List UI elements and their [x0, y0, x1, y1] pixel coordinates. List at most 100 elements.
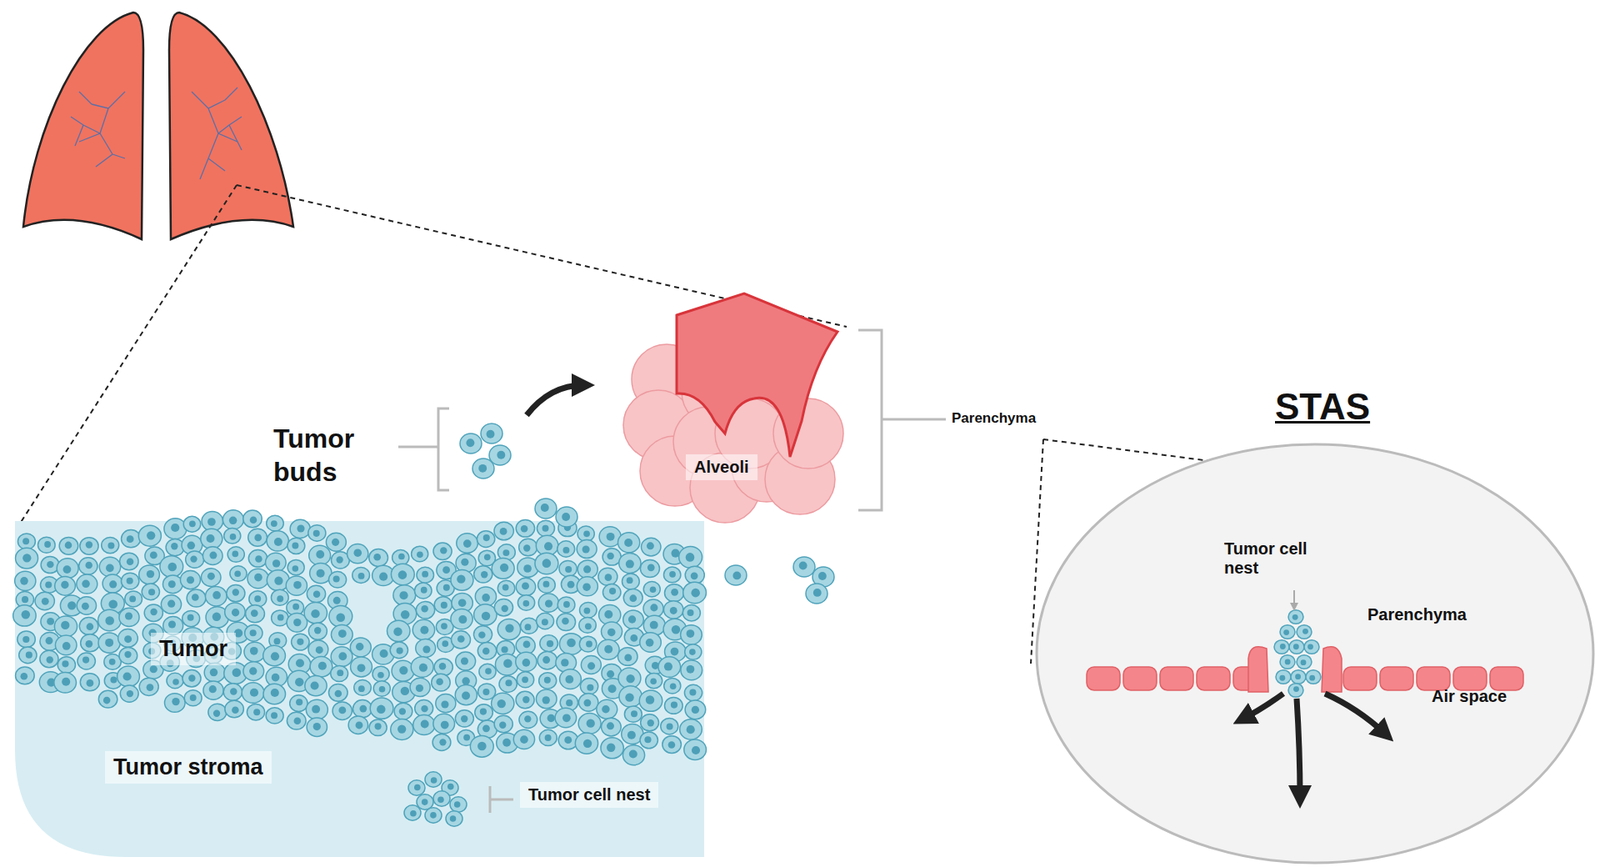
cell-nucleus	[645, 638, 655, 647]
tumor-cell	[663, 566, 680, 583]
tumor-cell	[222, 510, 244, 530]
tumor-cell	[201, 511, 224, 532]
cell-nucleus	[123, 671, 132, 680]
tumor-cell	[304, 602, 327, 624]
tumor-cell	[685, 565, 705, 584]
cell-nucleus	[520, 525, 528, 532]
bronchiole	[676, 293, 838, 457]
tumor-cell	[15, 570, 36, 590]
tumor-cell	[408, 780, 425, 795]
cell-nucleus	[565, 565, 572, 573]
tumor-cell	[118, 629, 139, 648]
cell-nucleus	[146, 683, 155, 691]
tumor-cell	[79, 557, 98, 575]
cell-nucleus	[207, 517, 216, 526]
cell-nucleus	[250, 629, 257, 636]
tumor-cell	[369, 549, 389, 567]
cell-nucleus	[67, 600, 76, 610]
cell-nucleus	[108, 600, 118, 610]
cell-nucleus	[520, 735, 529, 744]
tumor-cell	[499, 675, 517, 693]
tumor-cell	[621, 573, 640, 590]
free-label: Parenchyma	[951, 410, 1036, 427]
tumor-cell	[682, 605, 700, 621]
tumor-cell	[517, 595, 535, 611]
cell-nucleus	[295, 677, 304, 686]
cell-nucleus	[447, 783, 455, 790]
cell-nucleus	[501, 605, 509, 612]
cell-nucleus	[357, 663, 366, 672]
tumor-cell	[183, 515, 201, 532]
tumor-cell	[433, 542, 452, 560]
cell-nucleus	[582, 545, 590, 553]
cell-nucleus	[399, 590, 408, 600]
cell-nucleus	[601, 705, 610, 713]
node-label: Alveoli	[685, 454, 758, 480]
cell-nucleus	[313, 590, 320, 597]
tumor-cell	[98, 609, 122, 631]
cell-nucleus	[250, 646, 259, 655]
tumor-cell	[680, 719, 703, 740]
cell-nucleus	[669, 570, 676, 578]
tumor-cell	[266, 515, 285, 531]
cell-nucleus	[414, 784, 421, 791]
tumor-cell	[473, 625, 492, 643]
cell-nucleus	[231, 706, 240, 715]
tumor-cell	[263, 645, 286, 666]
tumor-cell	[434, 658, 453, 676]
cell-nucleus	[81, 602, 90, 610]
tumor-cell	[479, 663, 496, 680]
tumor-cell	[328, 683, 348, 701]
tumor-cell	[445, 810, 463, 826]
cell-nucleus	[480, 570, 488, 578]
cell-nucleus	[630, 710, 638, 717]
tumor-cell	[13, 605, 37, 626]
tumor-cell	[474, 565, 493, 583]
cell-nucleus	[627, 730, 636, 740]
cell-nucleus	[565, 675, 574, 684]
tumor-cell	[185, 550, 205, 568]
tumor-cell	[182, 610, 200, 626]
tumor-cell	[17, 630, 36, 648]
tumor-cell	[557, 596, 575, 613]
cell-nucleus	[86, 679, 95, 687]
tumor-cell	[536, 520, 555, 536]
cell-nucleus	[686, 665, 695, 674]
cell-nucleus	[399, 665, 408, 675]
cell-nucleus	[1292, 614, 1299, 620]
cell-nucleus	[190, 555, 197, 562]
tumor-cell	[515, 690, 535, 708]
cell-nucleus	[291, 542, 299, 550]
tumor-cell	[658, 656, 681, 678]
stas-circle	[1036, 444, 1594, 863]
cell-nucleus	[209, 551, 217, 560]
cell-nucleus	[478, 464, 487, 473]
tumor-cell	[164, 518, 187, 540]
tumor-cell	[55, 635, 77, 655]
cell-nucleus	[206, 534, 215, 543]
tumor-cell	[575, 732, 598, 754]
tumor-cell	[99, 556, 120, 576]
tumor-cell	[165, 693, 186, 713]
cell-nucleus	[270, 711, 278, 719]
cell-nucleus	[150, 550, 158, 559]
tumor-cell	[495, 653, 519, 675]
cell-nucleus	[604, 645, 613, 654]
tumor-cell	[138, 525, 161, 546]
cell-nucleus	[628, 615, 636, 623]
tumor-cell	[1290, 670, 1306, 685]
cell-nucleus	[1307, 643, 1314, 650]
tumor-cell	[805, 583, 828, 604]
tumor-cell	[619, 552, 641, 573]
cell-nucleus	[296, 638, 304, 645]
cell-nucleus	[355, 721, 364, 730]
cell-nucleus	[230, 533, 237, 540]
tumor-cell	[536, 612, 555, 629]
cell-nucleus	[522, 658, 531, 667]
cell-nucleus	[313, 530, 320, 537]
tumor-cell	[455, 685, 477, 705]
cell-nucleus	[1285, 658, 1291, 665]
tumor-cell	[184, 690, 202, 706]
tumor-cell	[40, 555, 60, 573]
tumor-cell	[685, 700, 706, 720]
